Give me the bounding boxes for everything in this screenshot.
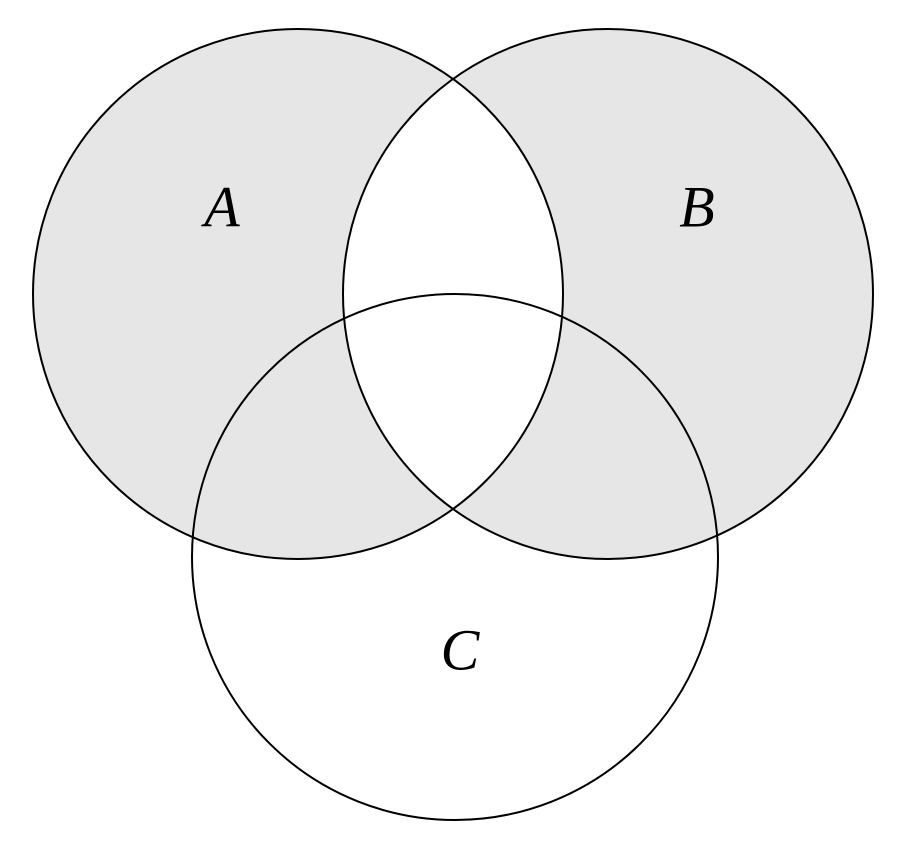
set-circle-a[interactable] [32, 28, 564, 560]
set-label-c: C [441, 618, 481, 683]
set-circle-c[interactable] [191, 293, 719, 821]
set-label-b: B [679, 175, 714, 240]
set-label-a: A [200, 175, 240, 240]
set-circle-b[interactable] [342, 28, 874, 560]
